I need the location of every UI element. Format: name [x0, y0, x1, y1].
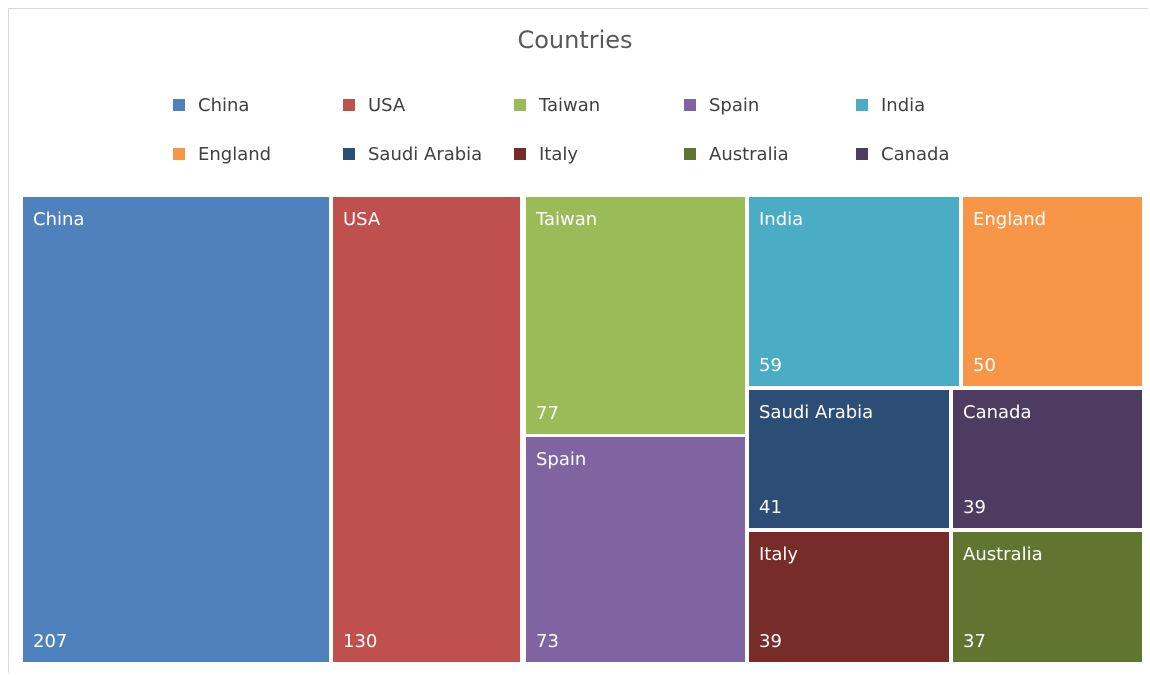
tile-label: Canada [963, 402, 1032, 423]
legend-swatch [684, 99, 696, 111]
tile-australia: Australia 37 [953, 532, 1142, 662]
chart-frame [8, 8, 1148, 673]
tile-taiwan: Taiwan 77 [526, 197, 745, 434]
legend-swatch [343, 99, 355, 111]
legend-swatch [514, 148, 526, 160]
legend-item-england: England [173, 143, 272, 165]
legend-label: Italy [539, 143, 579, 165]
tile-value: 207 [33, 631, 68, 652]
legend-item-taiwan: Taiwan [514, 94, 601, 116]
legend-label: USA [368, 94, 406, 116]
tile-spain: Spain 73 [526, 437, 745, 662]
legend-label: Australia [709, 143, 789, 165]
tile-value: 37 [963, 631, 986, 652]
tile-value: 50 [973, 355, 996, 376]
tile-label: Australia [963, 544, 1043, 565]
tile-saudi-arabia: Saudi Arabia 41 [749, 390, 949, 528]
legend-label: India [881, 94, 926, 116]
tile-canada: Canada 39 [953, 390, 1142, 528]
legend-item-india: India [856, 94, 926, 116]
tile-label: Taiwan [536, 209, 598, 230]
legend-item-usa: USA [343, 94, 406, 116]
tile-label: India [759, 209, 804, 230]
legend-label: Taiwan [539, 94, 601, 116]
legend-item-italy: Italy [514, 143, 579, 165]
tile-label: England [973, 209, 1047, 230]
legend-label: Saudi Arabia [368, 143, 483, 165]
tile-italy: Italy 39 [749, 532, 949, 662]
tile-india: India 59 [749, 197, 959, 386]
legend-item-saudi-arabia: Saudi Arabia [343, 143, 483, 165]
legend-swatch [173, 148, 185, 160]
legend-swatch [856, 148, 868, 160]
tile-value: 59 [759, 355, 782, 376]
legend-item-canada: Canada [856, 143, 950, 165]
tile-label: Italy [759, 544, 799, 565]
legend-swatch [684, 148, 696, 160]
legend-swatch [343, 148, 355, 160]
legend-label: Spain [709, 94, 760, 116]
legend-label: Canada [881, 143, 950, 165]
legend-label: China [198, 94, 250, 116]
tile-value: 41 [759, 497, 782, 518]
legend-item-china: China [173, 94, 250, 116]
tile-usa: USA 130 [333, 197, 520, 662]
tile-value: 39 [963, 497, 986, 518]
legend-item-spain: Spain [684, 94, 760, 116]
legend-swatch [856, 99, 868, 111]
legend-swatch [514, 99, 526, 111]
tile-england: England 50 [963, 197, 1142, 386]
tile-value: 130 [343, 631, 378, 652]
legend-swatch [173, 99, 185, 111]
tile-label: Saudi Arabia [759, 402, 874, 423]
tile-label: Spain [536, 449, 587, 470]
tile-china: China 207 [23, 197, 329, 662]
legend-item-australia: Australia [684, 143, 789, 165]
tile-value: 77 [536, 403, 559, 424]
tile-value: 39 [759, 631, 782, 652]
tile-value: 73 [536, 631, 559, 652]
legend-label: England [198, 143, 272, 165]
tile-label: USA [343, 209, 381, 230]
chart-title: Countries [517, 26, 633, 54]
tile-label: China [33, 209, 85, 230]
